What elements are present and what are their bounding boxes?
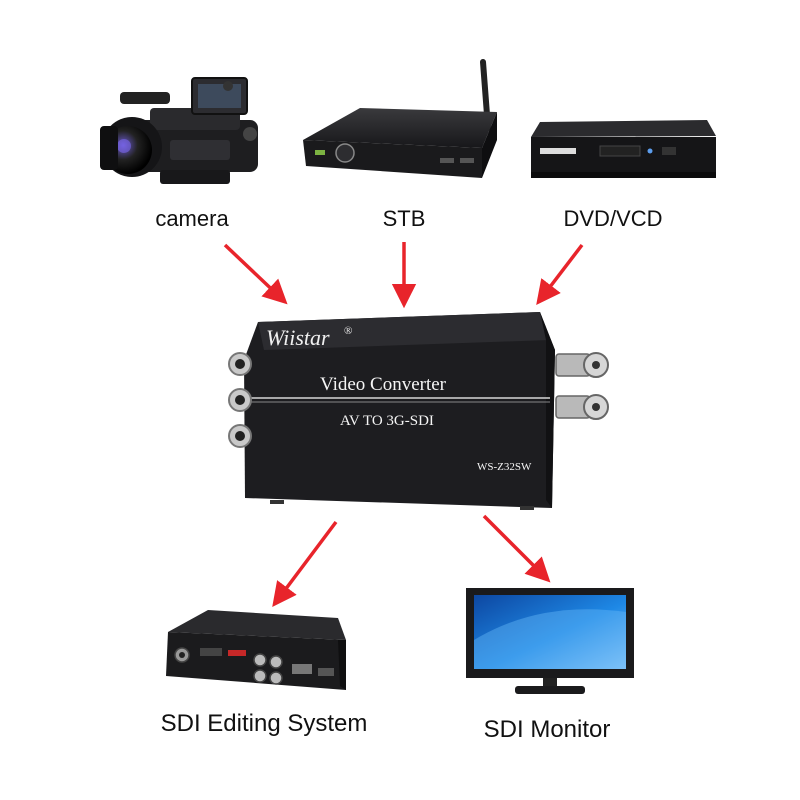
source-label-stb: STB: [382, 206, 426, 231]
source-label-camera: camera: [155, 206, 229, 231]
converter-subtitle: AV TO 3G-SDI: [340, 413, 434, 429]
set-top-box-icon: [303, 59, 497, 178]
converter-brand-mark: ®: [344, 325, 352, 337]
arrow-converter-to-monitor: [482, 514, 551, 583]
rca-jack-icon: [228, 352, 252, 448]
bnc-connector-icon: [555, 352, 609, 420]
converter-brand: Wiistar: [266, 325, 330, 350]
output-label-monitor: SDI Monitor: [483, 716, 611, 743]
arrow-camera-to-converter: [223, 243, 288, 305]
sdi-monitor-icon: [466, 588, 634, 694]
source-label-dvd: DVD/VCD: [563, 206, 663, 231]
converter-title: Video Converter: [320, 374, 447, 395]
output-label-editing: SDI Editing System: [160, 710, 368, 737]
arrow-converter-to-editing: [272, 520, 338, 608]
dvd-player-icon: [531, 120, 716, 178]
video-converter-box: Wiistar ® Video Converter AV TO 3G-SDI W…: [228, 312, 609, 510]
video-camera-icon: [100, 77, 258, 184]
converter-model: WS-Z32SW: [477, 461, 532, 473]
arrow-dvd-to-converter: [536, 243, 584, 306]
sdi-editing-system-icon: [166, 610, 346, 690]
